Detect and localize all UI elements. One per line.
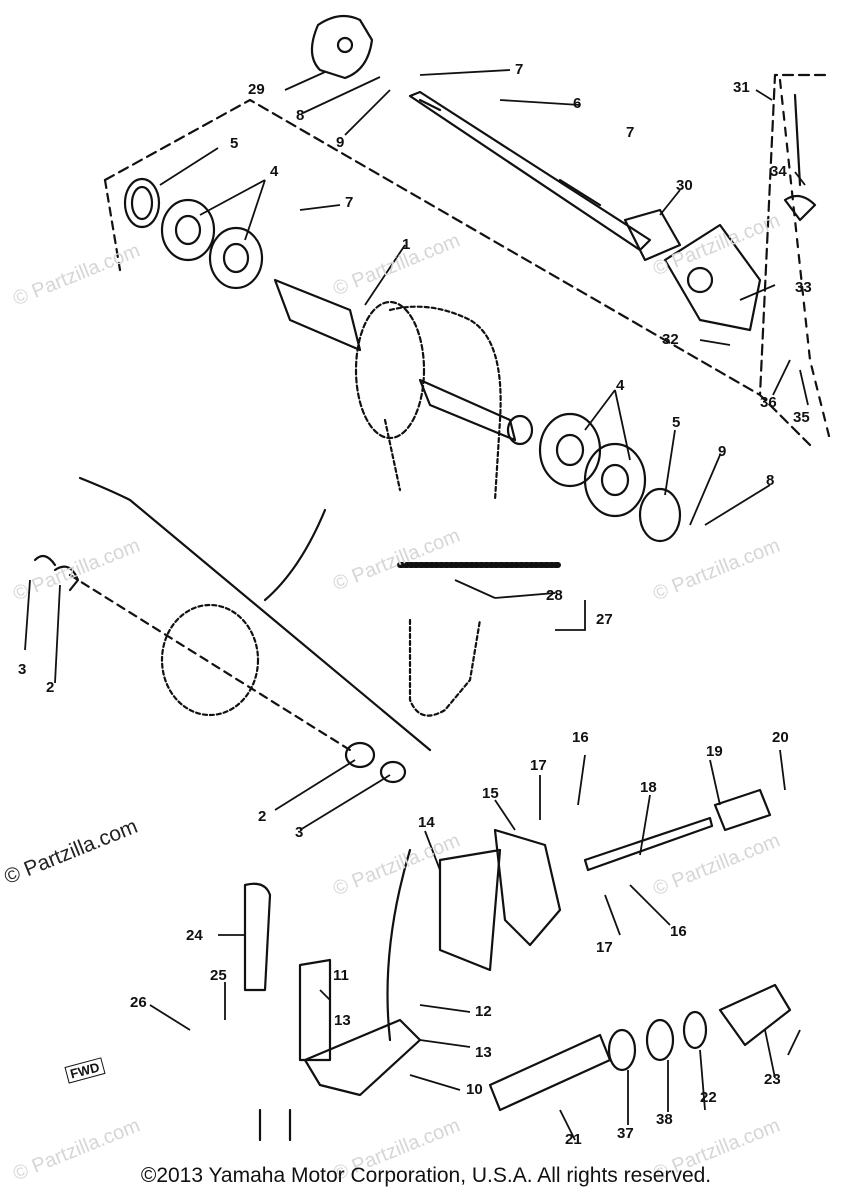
callout: 3 bbox=[295, 824, 304, 841]
callout: 14 bbox=[418, 814, 435, 831]
shaft-1 bbox=[273, 278, 362, 352]
callout: 5 bbox=[672, 414, 681, 431]
oring-22 bbox=[682, 1010, 708, 1050]
bearing-4c bbox=[538, 412, 602, 488]
callout: 17 bbox=[596, 939, 613, 956]
oil-seal-5 bbox=[123, 177, 161, 229]
callout: 9 bbox=[718, 443, 727, 460]
callout: 37 bbox=[617, 1125, 634, 1142]
sprocket-shaft bbox=[68, 573, 352, 752]
callout: 35 bbox=[793, 409, 810, 426]
callout: 22 bbox=[700, 1089, 717, 1106]
copyright-notice: ©2013 Yamaha Motor Corporation, U.S.A. A… bbox=[140, 1164, 712, 1187]
callout: 30 bbox=[676, 177, 693, 194]
callout: 32 bbox=[662, 331, 679, 348]
bearing-4b bbox=[208, 226, 264, 290]
callout: 9 bbox=[336, 134, 345, 151]
callout: 23 bbox=[764, 1071, 781, 1088]
callout: 13 bbox=[475, 1044, 492, 1061]
callout: 7 bbox=[626, 124, 635, 141]
callout: 1 bbox=[402, 236, 411, 253]
bearing-4a bbox=[160, 198, 216, 262]
callout: 25 bbox=[210, 967, 227, 984]
lever-11 bbox=[298, 958, 332, 1062]
callout: 26 bbox=[130, 994, 147, 1011]
callout: 8 bbox=[766, 472, 775, 489]
callout: 27 bbox=[596, 611, 613, 628]
arm-10 bbox=[303, 1018, 422, 1097]
callout: 15 bbox=[482, 785, 499, 802]
callout: 17 bbox=[530, 757, 547, 774]
callout: 7 bbox=[515, 61, 524, 78]
callout: 11 bbox=[333, 967, 349, 984]
callout: 28 bbox=[546, 587, 563, 604]
callout: 18 bbox=[640, 779, 657, 796]
callout: 5 bbox=[230, 135, 239, 152]
assembly-frame bbox=[103, 73, 827, 447]
callout: 16 bbox=[670, 923, 687, 940]
oil-seal-5b bbox=[638, 487, 682, 543]
rod-18 bbox=[583, 816, 714, 872]
boot-23 bbox=[718, 983, 792, 1047]
callout: 7 bbox=[345, 194, 354, 211]
callout: 38 bbox=[656, 1111, 673, 1128]
callout: 20 bbox=[772, 729, 789, 746]
divider bbox=[78, 476, 432, 752]
plate-14 bbox=[438, 848, 502, 972]
callout: 8 bbox=[296, 107, 305, 124]
sprocket-1 bbox=[354, 300, 426, 440]
chain-27 bbox=[408, 618, 482, 717]
callout: 16 bbox=[572, 729, 589, 746]
callout: 2 bbox=[46, 679, 55, 696]
callout: 12 bbox=[475, 1003, 492, 1020]
callout: 4 bbox=[270, 163, 279, 180]
bracket-29 bbox=[310, 14, 374, 80]
bearing-4d bbox=[583, 442, 647, 518]
callout: 36 bbox=[760, 394, 777, 411]
callout: 13 bbox=[334, 1012, 351, 1029]
callout: 3 bbox=[18, 661, 27, 678]
callout: 21 bbox=[565, 1131, 582, 1148]
ring-38 bbox=[645, 1018, 675, 1062]
callout: 29 bbox=[248, 81, 265, 98]
callout: 19 bbox=[706, 743, 723, 760]
sprocket-lower bbox=[160, 603, 260, 717]
callout: 33 bbox=[795, 279, 812, 296]
bracket-15 bbox=[493, 828, 562, 947]
assembly-frame-lower bbox=[103, 178, 122, 272]
pipe-21 bbox=[488, 1033, 612, 1112]
callout: 10 bbox=[466, 1081, 483, 1098]
link-24 bbox=[243, 882, 272, 992]
shaft-6 bbox=[408, 90, 652, 252]
chain-upper bbox=[383, 305, 502, 502]
callout: 2 bbox=[258, 808, 267, 825]
callout: 6 bbox=[573, 95, 582, 112]
callout: 24 bbox=[186, 927, 203, 944]
sleeve-19 bbox=[713, 788, 772, 832]
callout: 4 bbox=[616, 377, 625, 394]
bushing-30 bbox=[623, 208, 682, 262]
callout: 34 bbox=[770, 163, 787, 180]
housing-33 bbox=[663, 223, 762, 332]
ring-37 bbox=[607, 1028, 637, 1072]
callout: 31 bbox=[733, 79, 750, 96]
